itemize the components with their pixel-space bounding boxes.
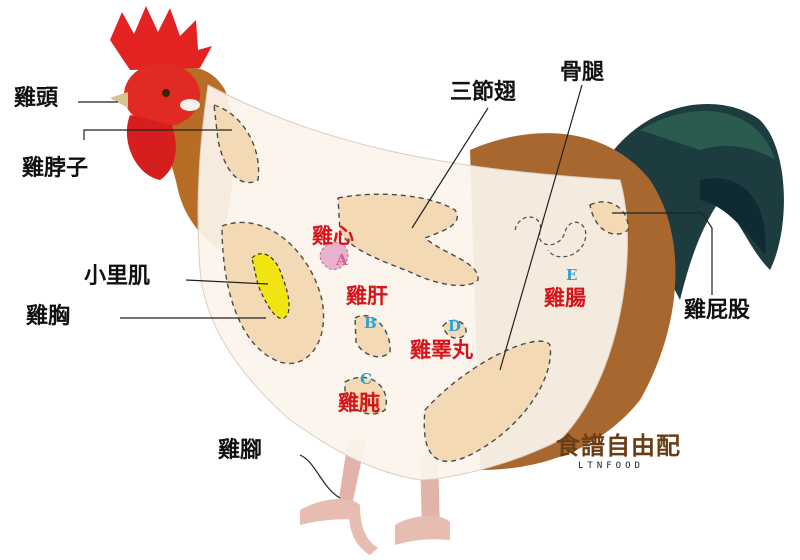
tail-cut-region [589,201,629,235]
testicle-cut-region [442,319,467,339]
ltnfood-logo: 食譜自由配 LTNFOOD [556,434,681,471]
letter-liver: B [364,314,377,332]
head [110,6,212,180]
letter-gizzard: C [360,370,372,388]
liver-cut-region [354,315,391,358]
gizzard-cut-region [344,376,387,415]
neck-cut-region [213,103,260,184]
label-liver: 雞肝 [346,284,388,308]
letter-heart: A [336,251,348,269]
leader-neck [83,129,232,140]
label-breast: 雞胸 [26,304,71,329]
label-thigh: 骨腿 [560,60,605,85]
label-intestine: 雞腸 [544,286,586,310]
logo-main-text: 食譜自由配 [556,432,681,460]
tail-feathers [600,104,784,301]
label-feet: 雞腳 [218,438,263,463]
label-testicle: 雞睪丸 [410,338,473,362]
label-gizzard: 雞肫 [338,391,380,415]
letter-testicle: D [448,317,462,335]
leader-tenderloin [185,279,269,285]
label-neck: 雞脖子 [22,156,89,181]
heart-shape [319,241,349,270]
leader-tail [612,212,713,295]
intestine-outline [514,216,587,258]
leader-feet [299,454,341,499]
label-tenderloin: 小里肌 [84,264,151,289]
label-heart: 雞心 [312,224,354,248]
label-head: 雞頭 [14,86,59,111]
leader-thigh [499,84,583,371]
thigh-cut-region [423,340,552,463]
label-wing: 三節翅 [450,80,517,105]
label-tail: 雞屁股 [684,298,751,323]
wing-cut-region [337,193,479,287]
logo-sub-text: LTNFOOD [578,461,644,471]
tenderloin-shape [251,253,290,319]
leader-wing [411,107,489,229]
letter-intestine: E [566,266,578,284]
